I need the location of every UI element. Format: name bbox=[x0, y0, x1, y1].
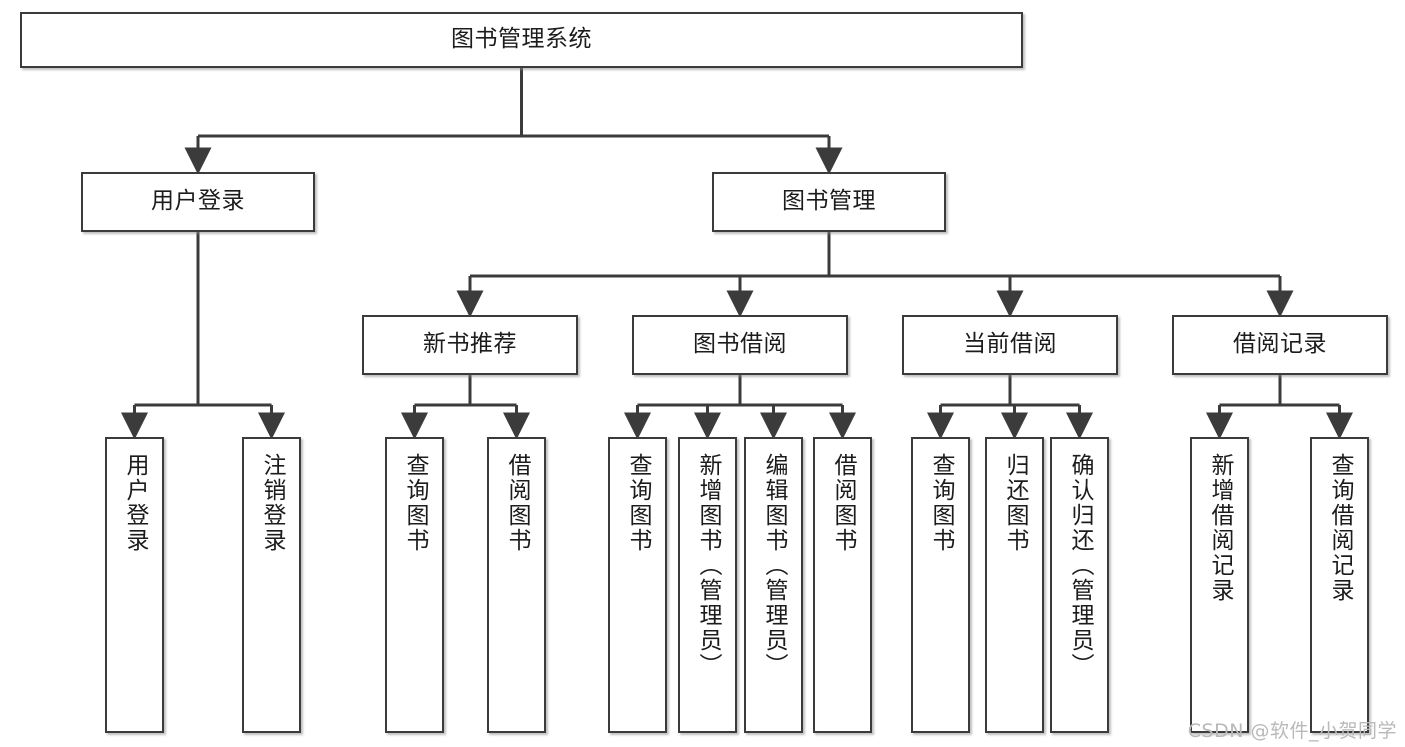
node-label: 注销登录 bbox=[259, 453, 285, 553]
node-label: 图书借阅 bbox=[693, 331, 787, 358]
node-leaf-add-borrow-record[interactable]: 新增借阅记录 bbox=[1190, 437, 1249, 733]
node-leaf-query-book-rec[interactable]: 查询图书 bbox=[385, 437, 444, 733]
node-leaf-add-book-admin[interactable]: 新增图书（管理员） bbox=[678, 437, 737, 733]
node-label: 借阅记录 bbox=[1233, 331, 1327, 358]
node-user-login[interactable]: 用户登录 bbox=[81, 172, 315, 232]
node-label: 图书管理系统 bbox=[451, 26, 592, 53]
node-leaf-query-borrow-record[interactable]: 查询借阅记录 bbox=[1310, 437, 1369, 733]
node-label: 查询借阅记录 bbox=[1327, 453, 1353, 603]
node-label: 查询图书 bbox=[402, 453, 428, 553]
node-borrow-record[interactable]: 借阅记录 bbox=[1172, 315, 1388, 375]
node-leaf-query-book-current[interactable]: 查询图书 bbox=[911, 437, 970, 733]
node-label: 新增借阅记录 bbox=[1207, 453, 1233, 603]
node-new-book-recommend[interactable]: 新书推荐 bbox=[362, 315, 578, 375]
node-current-borrow[interactable]: 当前借阅 bbox=[902, 315, 1118, 375]
node-leaf-query-book-borrow[interactable]: 查询图书 bbox=[608, 437, 667, 733]
node-leaf-edit-book-admin[interactable]: 编辑图书（管理员） bbox=[744, 437, 803, 733]
node-leaf-borrow-book[interactable]: 借阅图书 bbox=[813, 437, 872, 733]
node-label: 新增图书（管理员） bbox=[695, 453, 721, 678]
node-root[interactable]: 图书管理系统 bbox=[20, 12, 1023, 68]
node-label: 新书推荐 bbox=[423, 331, 517, 358]
node-label: 用户登录 bbox=[122, 453, 148, 553]
node-leaf-return-book[interactable]: 归还图书 bbox=[985, 437, 1044, 733]
node-leaf-logout[interactable]: 注销登录 bbox=[242, 437, 301, 733]
node-label: 用户登录 bbox=[151, 188, 245, 215]
node-label: 借阅图书 bbox=[504, 453, 530, 553]
node-label: 当前借阅 bbox=[963, 331, 1057, 358]
node-label: 确认归还（管理员） bbox=[1067, 453, 1093, 678]
node-label: 查询图书 bbox=[625, 453, 651, 553]
node-label: 图书管理 bbox=[782, 188, 876, 215]
node-leaf-borrow-book-rec[interactable]: 借阅图书 bbox=[487, 437, 546, 733]
node-label: 查询图书 bbox=[928, 453, 954, 553]
node-leaf-user-login[interactable]: 用户登录 bbox=[105, 437, 164, 733]
node-label: 归还图书 bbox=[1002, 453, 1028, 553]
node-label: 编辑图书（管理员） bbox=[761, 453, 787, 678]
node-label: 借阅图书 bbox=[830, 453, 856, 553]
node-leaf-confirm-return-admin[interactable]: 确认归还（管理员） bbox=[1050, 437, 1109, 733]
node-book-borrow[interactable]: 图书借阅 bbox=[632, 315, 848, 375]
node-book-manage[interactable]: 图书管理 bbox=[712, 172, 946, 232]
watermark-label: CSDN @软件_小贺同学 bbox=[1187, 720, 1397, 742]
